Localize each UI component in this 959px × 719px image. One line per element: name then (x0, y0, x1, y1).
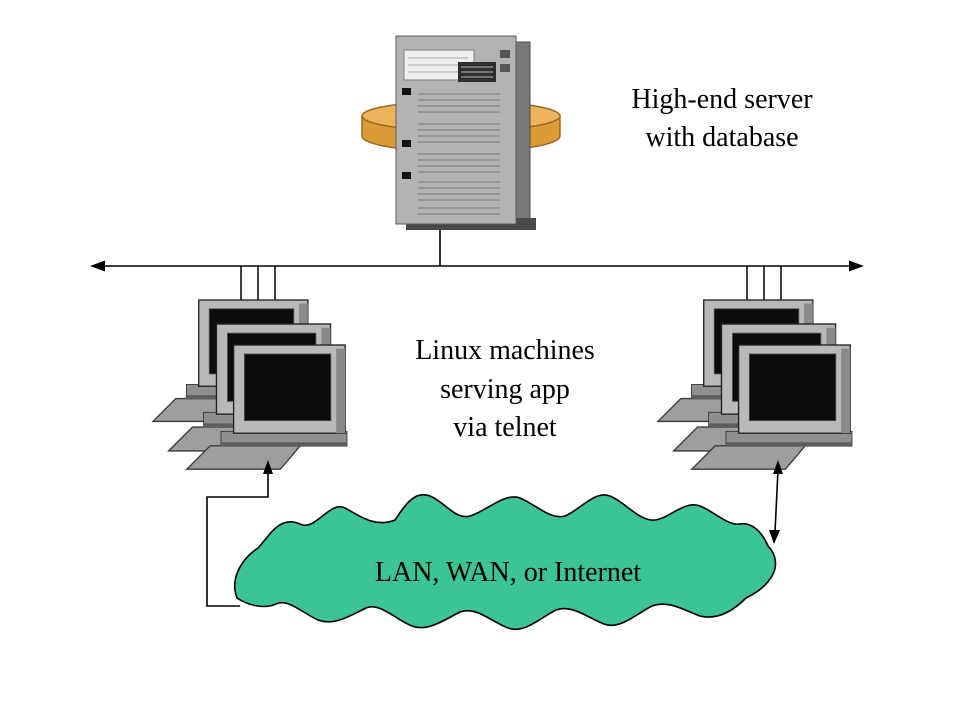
arrow-down-icon (769, 530, 780, 544)
bus-arrow-right-icon (849, 260, 864, 272)
server-label-line1: High-end server (631, 84, 813, 115)
arrow-up-icon (263, 460, 273, 474)
linux-machines-label: Linux machines serving app via telnet (415, 335, 595, 443)
workstation-cluster-left (152, 299, 348, 470)
server-label: High-end server with database (631, 84, 813, 153)
cloud-label: LAN, WAN, or Internet (375, 557, 641, 588)
network-cloud-icon (233, 493, 777, 631)
right-cloud-connector (769, 460, 783, 544)
left-cloud-connector (206, 460, 273, 607)
cloud-shape (233, 493, 777, 631)
network-bus-line (90, 260, 864, 272)
server-vent-panel (458, 62, 496, 82)
bus-arrow-left-icon (90, 260, 105, 272)
server-tower-icon (395, 35, 536, 230)
linux-label-line3: via telnet (453, 412, 557, 443)
server-vents (418, 93, 500, 215)
workstation-cluster-right (657, 299, 853, 470)
arrow-up-icon (773, 460, 783, 474)
server-label-line2: with database (645, 122, 798, 153)
linux-label-line2: serving app (440, 374, 570, 405)
linux-label-line1: Linux machines (415, 335, 595, 366)
server-buttons (402, 50, 510, 179)
